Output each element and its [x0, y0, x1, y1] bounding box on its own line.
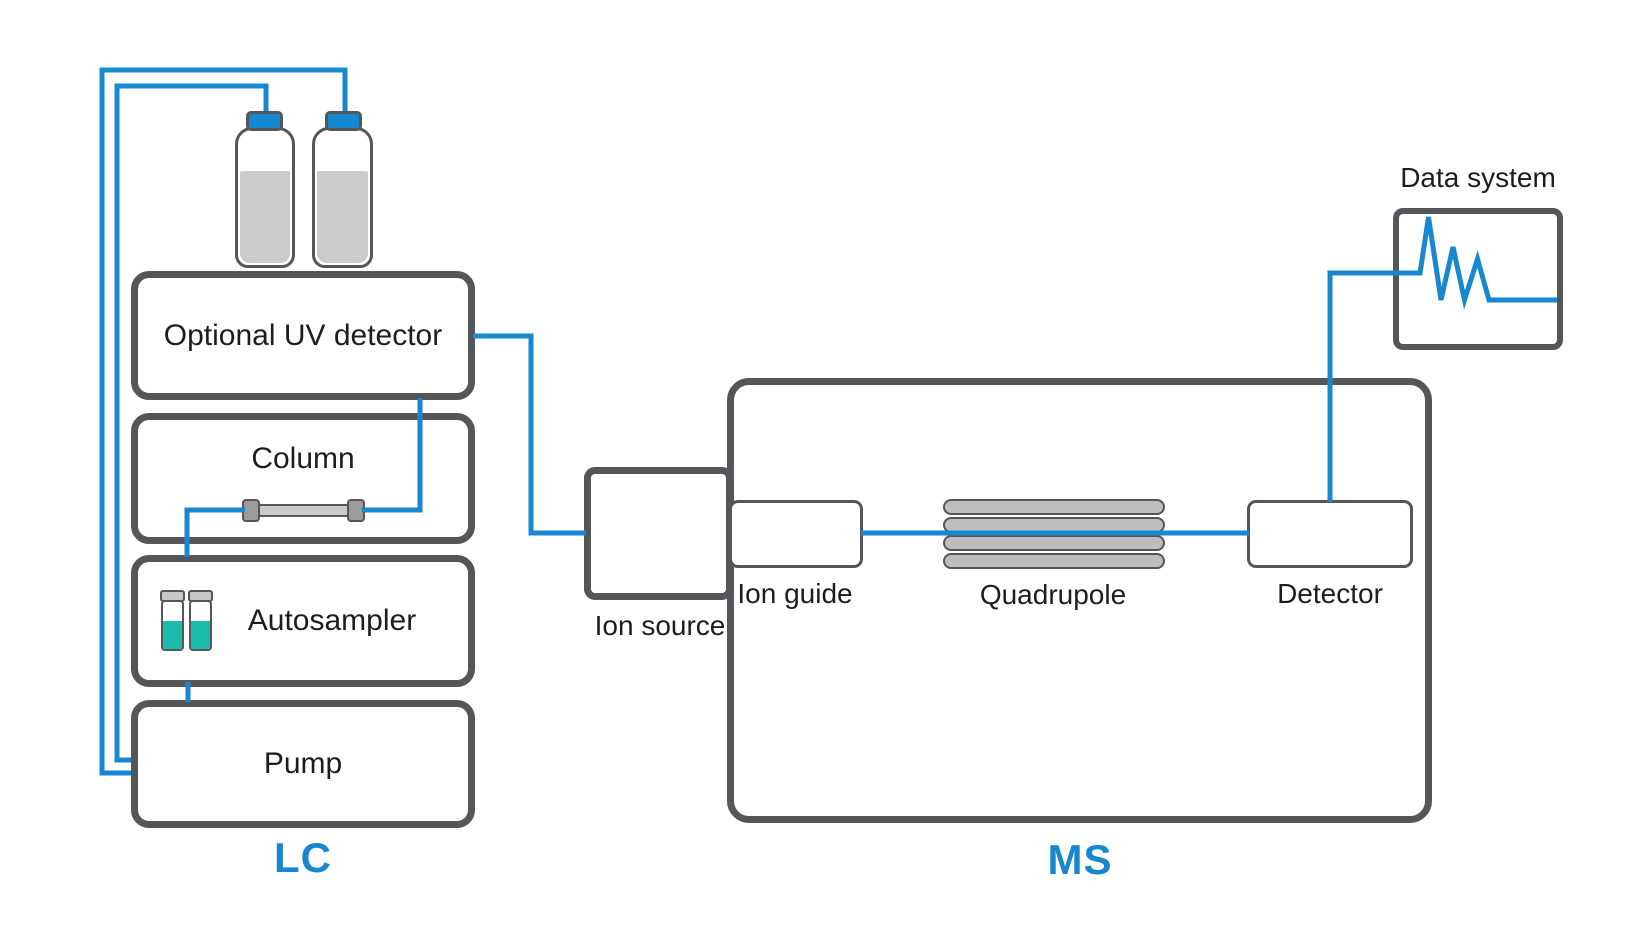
detector-label: Detector [1277, 578, 1383, 609]
pump-label: Pump [263, 747, 343, 780]
quadrupole-rod [943, 499, 1165, 515]
vial-body [161, 600, 184, 651]
bottle-cap-icon [325, 111, 362, 131]
quadrupole-rod [943, 517, 1165, 533]
solvent-bottle-left [235, 127, 295, 268]
quadrupole-label: Quadrupole [979, 579, 1127, 610]
ion-guide-label: Ion guide [737, 578, 853, 609]
uv-detector-box: Optional UV detector [131, 271, 475, 400]
uv-detector-label: Optional UV detector [163, 318, 443, 352]
data-system-label: Data system [1400, 162, 1556, 193]
vial-liquid [163, 621, 182, 649]
detector-box [1247, 500, 1413, 568]
solvent-bottle-right [312, 127, 373, 268]
pump-box: Pump [131, 700, 475, 828]
column-label: Column [251, 442, 355, 475]
data-system-box [1393, 208, 1563, 350]
solvent-liquid [240, 171, 290, 263]
solvent-liquid [317, 171, 368, 263]
bottle-cap-icon [246, 111, 283, 131]
autosampler-label: Autosampler [247, 604, 417, 637]
quadrupole-rod [943, 535, 1165, 551]
ion-source-label: Ion source [594, 610, 726, 641]
quadrupole-rod [943, 553, 1165, 569]
column-box: Column [131, 413, 475, 544]
ms-section-label: MS [1047, 836, 1113, 883]
column-icon [258, 504, 350, 517]
ms-box [727, 378, 1432, 823]
lc-section-label: LC [274, 834, 332, 881]
vial-body [189, 600, 212, 651]
vial-icon [188, 590, 213, 651]
ion-guide-box [729, 500, 863, 568]
column-endcap-icon [347, 499, 365, 522]
vial-liquid [191, 621, 210, 649]
tube-uv-to-ion-source [473, 333, 586, 536]
column-endcap-icon [242, 499, 260, 522]
vial-icon [160, 590, 185, 651]
